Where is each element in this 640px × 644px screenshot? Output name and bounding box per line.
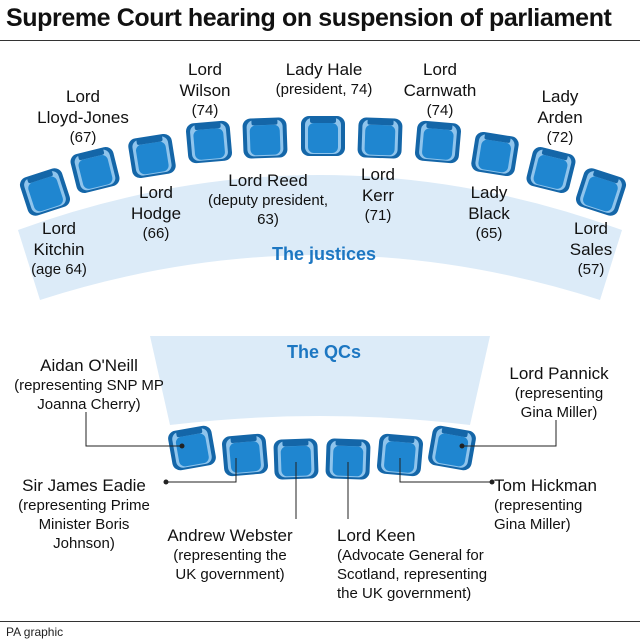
justice-seat <box>19 168 71 216</box>
justice-seat <box>526 146 576 194</box>
justice-name: Lord Sales <box>569 219 613 259</box>
justice-seat <box>471 131 519 177</box>
qc-seat <box>273 438 319 480</box>
qc-detail: (representing Gina Miller) <box>514 385 604 421</box>
justice-label: Lord Carnwath (74) <box>390 59 490 120</box>
justice-detail: (66) <box>142 225 170 242</box>
qc-seat <box>428 425 476 471</box>
page-title: Supreme Court hearing on suspension of p… <box>6 4 612 32</box>
qc-name: Lord Keen <box>337 526 416 545</box>
qc-name: Andrew Webster <box>167 526 293 545</box>
justice-label: Lord Lloyd-Jones (67) <box>33 86 133 147</box>
justice-seat <box>575 168 627 216</box>
justice-name: Lord Reed <box>228 171 308 190</box>
qc-label: Andrew Webster (representing the UK gover… <box>165 525 295 584</box>
justice-name: Lord Carnwath <box>403 60 477 100</box>
justice-detail: (deputy president, 63) <box>207 192 329 228</box>
qc-name: Lord Pannick <box>509 364 609 383</box>
justice-seat <box>242 117 288 159</box>
justice-seat <box>128 133 176 179</box>
qc-detail: (Advocate General for Scotland, represen… <box>337 547 488 602</box>
qc-seat <box>325 438 371 480</box>
justice-name: Lady Black <box>468 183 510 223</box>
qcs-heading: The QCs <box>287 342 362 362</box>
qc-detail: (representing SNP MP Joanna Cherry) <box>14 377 164 413</box>
leader-dot <box>459 443 465 449</box>
justice-label: Lord Kerr (71) <box>346 164 410 225</box>
credit: PA graphic <box>6 625 64 639</box>
qc-label: Tom Hickman (representing Gina Miller) <box>494 475 624 534</box>
justice-seat <box>415 120 461 164</box>
qc-seat <box>168 425 216 471</box>
justice-label: Lord Hodge (66) <box>117 182 195 243</box>
leader-line <box>462 420 557 447</box>
justice-label: Lord Sales (57) <box>556 218 626 279</box>
qc-name: Sir James Eadie <box>22 476 146 495</box>
qc-seats <box>168 425 476 480</box>
justice-detail: (72) <box>546 129 574 146</box>
justice-label: Lord Wilson (74) <box>170 59 240 120</box>
qc-label: Lord Pannick (representing Gina Miller) <box>494 363 624 422</box>
qc-seat <box>222 433 268 477</box>
qc-name: Aidan O'Neill <box>40 356 138 375</box>
justice-detail: (74) <box>426 102 454 119</box>
justice-name: Lord Wilson <box>179 60 231 100</box>
justice-label: Lord Reed (deputy president, 63) <box>200 170 336 229</box>
justice-seat <box>70 146 120 194</box>
leader-dot <box>163 479 169 485</box>
justice-label: Lady Arden (72) <box>524 86 596 147</box>
leader-dot <box>179 443 185 449</box>
justice-label: Lord Kitchin (age 64) <box>22 218 96 279</box>
justice-detail: (74) <box>191 102 219 119</box>
justice-detail: (65) <box>475 225 503 242</box>
qc-seat <box>377 433 423 477</box>
courtroom-diagram <box>18 116 627 519</box>
title-divider <box>0 40 640 41</box>
qc-label: Sir James Eadie (representing Prime Minis… <box>4 475 164 553</box>
justice-seat <box>357 117 403 159</box>
justice-detail: (age 64) <box>31 261 87 278</box>
qc-label: Lord Keen (Advocate General for Scotland,… <box>337 525 507 603</box>
leader-dot <box>489 479 495 485</box>
qc-detail: (representing the UK government) <box>173 547 287 583</box>
justice-name: Lady Arden <box>537 87 583 127</box>
leader-line <box>399 458 492 483</box>
qc-name: Tom Hickman <box>494 476 597 495</box>
qc-detail: (representing Gina Miller) <box>494 497 583 533</box>
justice-seats <box>19 116 627 216</box>
justice-name: Lord Hodge <box>130 183 182 223</box>
justice-name: Lord Lloyd-Jones <box>37 87 129 127</box>
justice-seat <box>301 116 345 156</box>
justice-detail: (67) <box>69 129 97 146</box>
qc-detail: (representing Prime Minister Boris Johns… <box>18 497 150 552</box>
qc-label: Aidan O'Neill (representing SNP MP Joanna… <box>4 355 174 414</box>
qc-leader-lines <box>85 412 557 519</box>
leader-line <box>85 412 182 447</box>
justice-label: Lady Black (65) <box>450 182 528 243</box>
justice-label: Lady Hale (president, 74) <box>264 59 384 99</box>
qcs-table <box>150 336 490 425</box>
justice-detail: (71) <box>364 207 392 224</box>
justice-seat <box>186 120 232 164</box>
justice-detail: (57) <box>577 261 605 278</box>
justices-bench <box>18 175 622 300</box>
leader-line <box>166 458 237 483</box>
justice-name: Lady Hale <box>285 60 363 79</box>
justices-heading: The justices <box>272 244 377 264</box>
justice-name: Lord Kitchin <box>33 219 85 259</box>
justice-detail: (president, 74) <box>275 81 373 98</box>
footer-divider <box>0 621 640 622</box>
justice-name: Lord Kerr <box>360 165 396 205</box>
